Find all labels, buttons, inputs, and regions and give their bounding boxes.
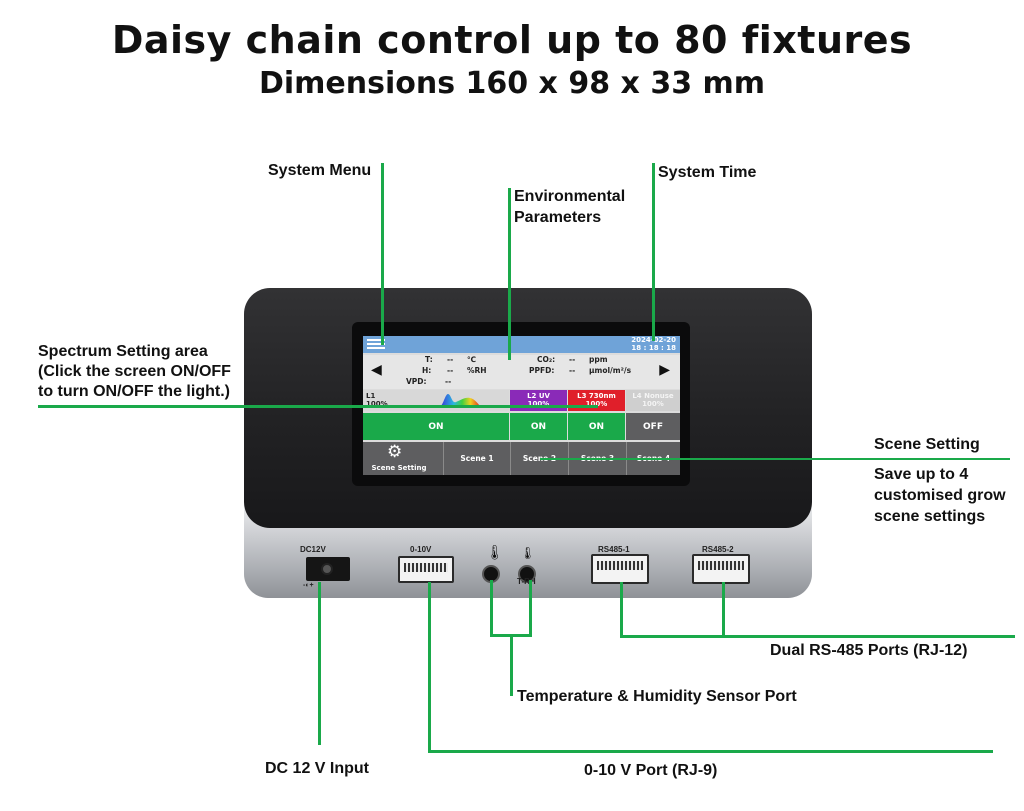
co2-label: CO₂: <box>537 355 556 364</box>
arrow-right-icon[interactable]: ▶ <box>659 362 670 378</box>
callout-line-temp-a <box>490 580 493 636</box>
co2-unit: ppm <box>589 355 608 364</box>
callout-line-0-10v-h <box>428 750 993 753</box>
label-temp-humidity: Temperature & Humidity Sensor Port <box>517 688 797 705</box>
onoff-row: ON ON ON OFF <box>363 413 680 440</box>
scene-1-button[interactable]: Scene 1 <box>443 442 510 475</box>
co2-value: -- <box>569 355 576 364</box>
callout-line-system-menu <box>381 163 384 345</box>
gear-icon: ⚙ <box>387 442 403 462</box>
label-dc-input: DC 12 V Input <box>265 760 370 777</box>
scene-setting-label: Scene Setting <box>371 464 427 472</box>
l1-on-button[interactable]: ON <box>363 413 509 440</box>
channel-l1-value: 100% <box>366 400 388 408</box>
callout-line-rs485-b <box>722 582 725 637</box>
menu-icon[interactable] <box>367 339 385 350</box>
channel-l4-value: 100% <box>642 400 664 408</box>
callout-line-env <box>508 188 511 360</box>
environment-panel: ◀ ▶ T: -- ℃ H: -- %RH VPD: -- CO₂: -- pp… <box>363 355 680 389</box>
channel-l3-value: 100% <box>585 400 608 408</box>
channel-l2-name: L2 UV <box>527 392 550 400</box>
temp-label: T: <box>425 355 433 364</box>
callout-line-scene <box>540 458 1010 460</box>
rs485-1-port <box>591 554 649 584</box>
humidity-icon: 🌡 <box>520 546 536 560</box>
rs485-1-label: RS485-1 <box>598 545 630 554</box>
channel-l4-name: L4 Nonuse <box>632 392 674 400</box>
page-title: Daisy chain control up to 80 fixtures <box>111 18 913 62</box>
label-spectrum-3: to turn ON/OFF the light.) <box>38 383 230 400</box>
channel-l4[interactable]: L4 Nonuse 100% <box>626 390 680 411</box>
hum-value: -- <box>447 366 454 375</box>
dc-port-label: DC12V <box>300 545 326 554</box>
label-env-1: Environmental <box>514 188 626 205</box>
label-scene-desc-3: scene settings <box>874 508 986 525</box>
ppfd-label: PPFD: <box>529 366 555 375</box>
callout-line-system-time <box>652 163 655 341</box>
channel-l2-value: 100% <box>527 400 550 408</box>
vpd-label: VPD: <box>406 377 427 386</box>
rs485-2-label: RS485-2 <box>702 545 734 554</box>
screen-time: 18 : 18 : 18 <box>631 343 676 352</box>
label-env-2: Parameters <box>514 209 602 226</box>
label-scene-desc-1: Save up to 4 <box>874 466 969 483</box>
ppfd-value: -- <box>569 366 576 375</box>
l4-off-button[interactable]: OFF <box>626 413 680 440</box>
label-spectrum-2: (Click the screen ON/OFF <box>38 363 231 380</box>
analog-port-label: 0-10V <box>410 545 432 554</box>
label-system-menu: System Menu <box>268 162 372 179</box>
scene-setting-button[interactable]: ⚙ Scene Setting <box>363 442 435 475</box>
sensor-port-label: T-RH <box>517 577 536 586</box>
label-system-time: System Time <box>658 164 757 181</box>
callout-line-0-10v-v <box>428 582 431 753</box>
l3-on-button[interactable]: ON <box>568 413 625 440</box>
touch-screen[interactable]: 2024-02-20 18 : 18 : 18 ◀ ▶ T: -- ℃ H: -… <box>363 336 680 475</box>
rs485-2-port <box>692 554 750 584</box>
humidity-sensor-jack <box>518 565 536 583</box>
callout-line-temp-down <box>510 634 513 696</box>
label-0-10v: 0-10 V Port (RJ-9) <box>584 762 718 779</box>
l2-on-button[interactable]: ON <box>510 413 567 440</box>
callout-line-spectrum <box>38 405 598 408</box>
temp-unit: ℃ <box>467 355 477 364</box>
ppfd-unit: μmol/m²/s <box>589 366 632 375</box>
callout-line-rs485-a <box>620 582 623 637</box>
spectrum-graph-icon <box>439 394 481 407</box>
hum-unit: %RH <box>467 366 487 375</box>
label-spectrum-1: Spectrum Setting area <box>38 343 208 360</box>
channel-l1-name: L1 <box>366 392 376 400</box>
label-rs485: Dual RS-485 Ports (RJ-12) <box>770 642 968 659</box>
label-scene-setting: Scene Setting <box>874 436 980 453</box>
temp-value: -- <box>447 355 454 364</box>
vpd-value: -- <box>445 377 452 386</box>
scene-2-button[interactable]: Scene 2 <box>510 442 568 475</box>
arrow-left-icon[interactable]: ◀ <box>371 362 382 378</box>
callout-line-temp-b <box>529 580 532 636</box>
page-subtitle: Dimensions 160 x 98 x 33 mm <box>258 66 766 101</box>
thermometer-icon: 🌡 <box>486 545 504 561</box>
callout-line-rs485-h <box>620 635 1015 638</box>
dc-jack <box>306 557 350 581</box>
channel-l3-name: L3 730nm <box>577 392 616 400</box>
status-bar: 2024-02-20 18 : 18 : 18 <box>363 336 680 353</box>
hum-label: H: <box>422 366 432 375</box>
rj9-port <box>398 556 454 583</box>
label-scene-desc-2: customised grow <box>874 487 1006 504</box>
callout-line-dc <box>318 582 321 745</box>
dc-polarity: -◐+ <box>303 582 314 589</box>
